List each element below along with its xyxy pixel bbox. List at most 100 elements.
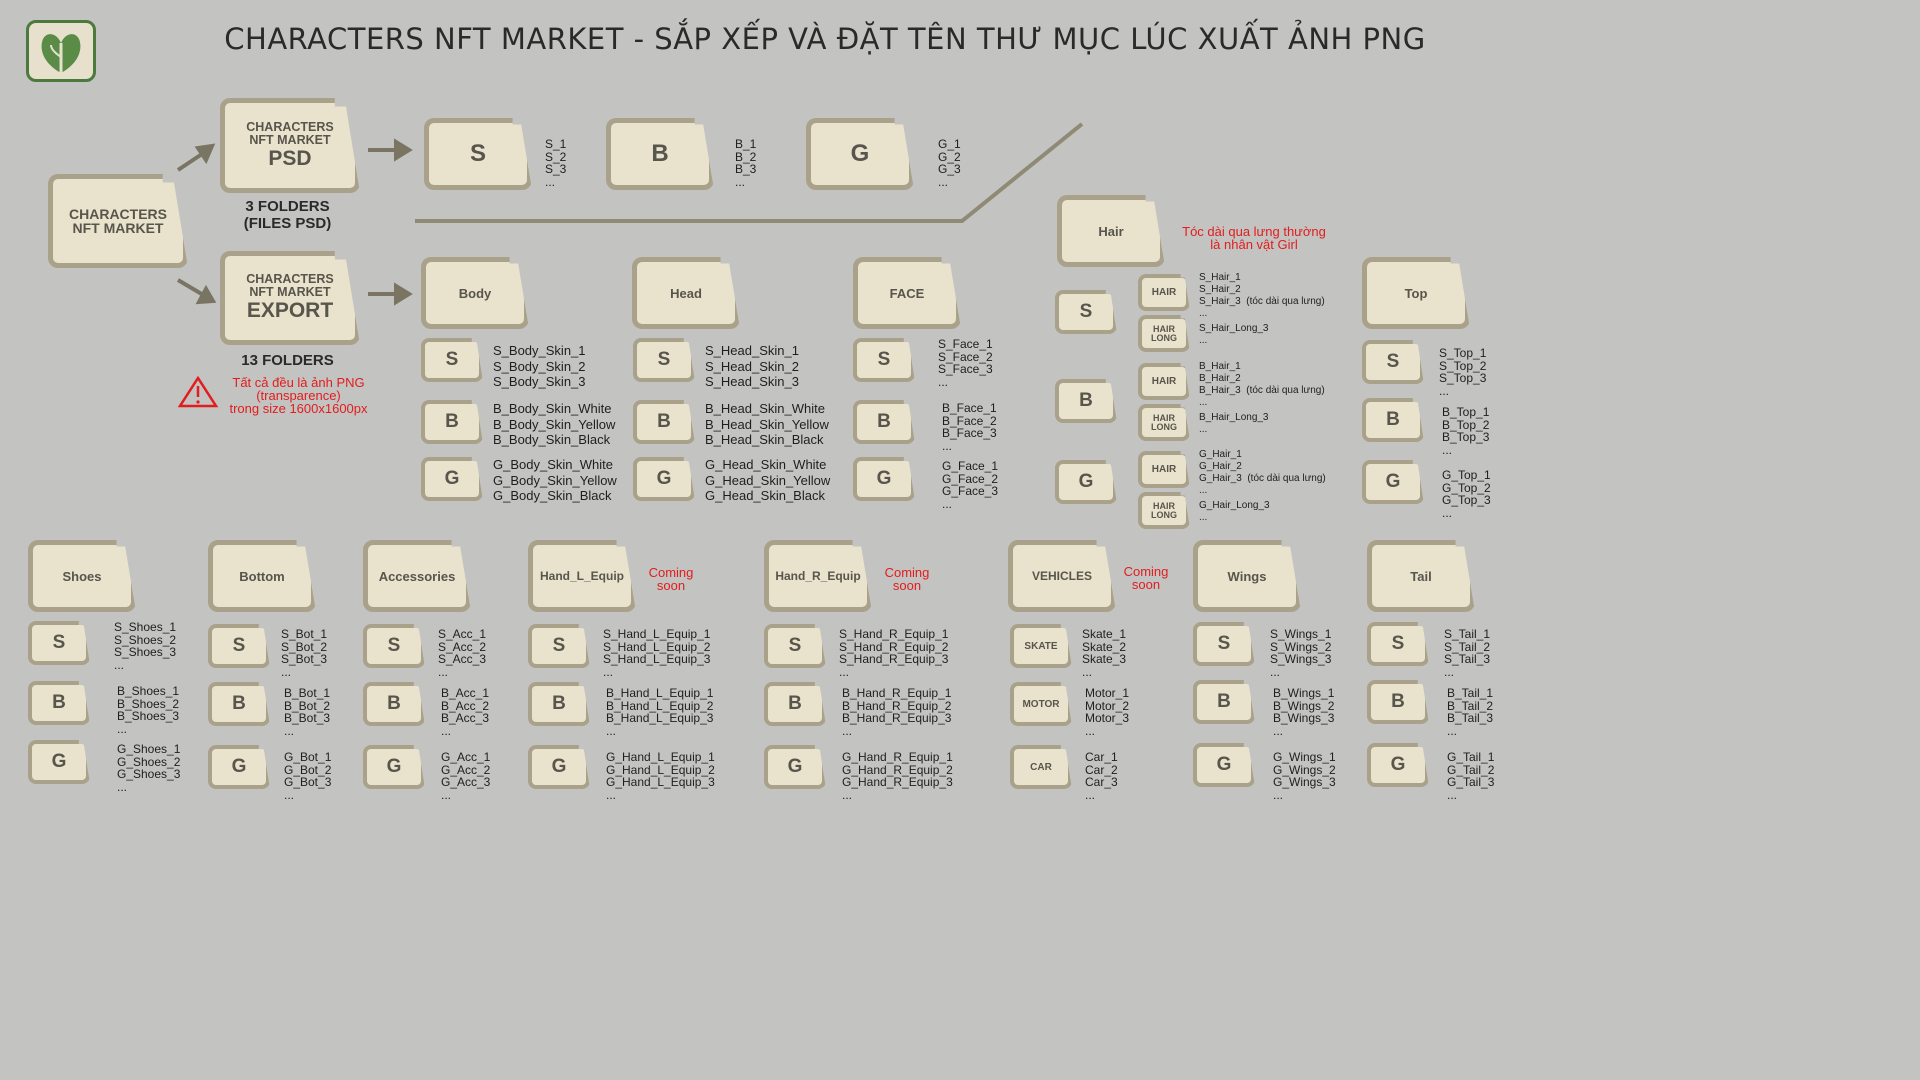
body-b-folder[interactable]: B: [421, 400, 483, 444]
tail-s-folder[interactable]: S: [1367, 622, 1429, 666]
shoes-s-files: S_Shoes_1 S_Shoes_2 S_Shoes_3 ...: [114, 620, 177, 673]
body-s-folder[interactable]: S: [421, 338, 483, 382]
s-hair-long-files: S_Hair_Long_3 ...: [1199, 323, 1269, 346]
handl-s-files: S_Hand_L_Equip_1 S_Hand_L_Equip_2 S_Hand…: [603, 627, 711, 680]
accessories-folder[interactable]: Accessories: [363, 540, 471, 612]
export-folder[interactable]: CHARACTERS NFT MARKET EXPORT: [220, 251, 360, 345]
s-hair-files: S_Hair_1 S_Hair_2 S_Hair_3 (tóc dài qua …: [1199, 272, 1325, 319]
handr-b-folder[interactable]: B: [764, 682, 826, 726]
handr-g-folder[interactable]: G: [764, 745, 826, 789]
face-g-files: G_Face_1 G_Face_2 G_Face_3 ...: [942, 459, 999, 512]
wings-b-folder[interactable]: B: [1193, 680, 1255, 724]
hair-folder[interactable]: Hair: [1057, 195, 1165, 267]
g-hair-long-folder[interactable]: HAIR LONG: [1138, 492, 1190, 529]
g-hair-folder[interactable]: HAIR: [1138, 451, 1190, 488]
skate-folder[interactable]: SKATE: [1010, 624, 1072, 668]
b-hair-long-folder[interactable]: HAIR LONG: [1138, 404, 1190, 441]
wings-b-files: B_Wings_1 B_Wings_2 B_Wings_3 ...: [1273, 686, 1335, 739]
body-g-folder[interactable]: G: [421, 457, 483, 501]
face-b-folder[interactable]: B: [853, 400, 915, 444]
hair-g-folder[interactable]: G: [1055, 460, 1117, 504]
handr-b-files: B_Hand_R_Equip_1 B_Hand_R_Equip_2 B_Hand…: [842, 686, 952, 739]
car-folder[interactable]: CAR: [1010, 745, 1072, 789]
tail-g-folder[interactable]: G: [1367, 743, 1429, 787]
body-folder[interactable]: Body: [421, 257, 529, 329]
vehicles-folder[interactable]: VEHICLES: [1008, 540, 1116, 612]
head-g-files: G_Head_Skin_White G_Head_Skin_Yellow G_H…: [705, 457, 831, 503]
body-b-files: B_Body_Skin_White B_Body_Skin_Yellow B_B…: [493, 401, 616, 447]
head-s-files: S_Head_Skin_1 S_Head_Skin_2 S_Head_Skin_…: [705, 343, 799, 389]
g-hair-files: G_Hair_1 G_Hair_2 G_Hair_3 (tóc dài qua …: [1199, 449, 1326, 496]
root-folder[interactable]: CHARACTERS NFT MARKET: [48, 174, 188, 268]
hair-note: Tóc dài qua lưng thường là nhân vật Girl: [1182, 224, 1326, 252]
face-folder[interactable]: FACE: [853, 257, 961, 329]
handl-b-folder[interactable]: B: [528, 682, 590, 726]
wings-folder[interactable]: Wings: [1193, 540, 1301, 612]
acc-b-folder[interactable]: B: [363, 682, 425, 726]
b-hair-files: B_Hair_1 B_Hair_2 B_Hair_3 (tóc dài qua …: [1199, 361, 1325, 408]
head-b-files: B_Head_Skin_White B_Head_Skin_Yellow B_H…: [705, 401, 829, 447]
bottom-b-folder[interactable]: B: [208, 682, 270, 726]
face-g-folder[interactable]: G: [853, 457, 915, 501]
bottom-s-folder[interactable]: S: [208, 624, 270, 668]
psd-folder-type: PSD: [268, 146, 312, 170]
acc-g-folder[interactable]: G: [363, 745, 425, 789]
bottom-folder[interactable]: Bottom: [208, 540, 316, 612]
tail-b-folder[interactable]: B: [1367, 680, 1429, 724]
wings-g-folder[interactable]: G: [1193, 743, 1255, 787]
handl-g-folder[interactable]: G: [528, 745, 590, 789]
export-folder-type: EXPORT: [246, 299, 334, 322]
hair-b-folder[interactable]: B: [1055, 379, 1117, 423]
top-s-folder[interactable]: S: [1362, 340, 1424, 384]
export-warning: Tất cả đều là ảnh PNG (transparence) tro…: [229, 375, 368, 416]
connector-lines: [176, 122, 1084, 408]
s-hair-folder[interactable]: HAIR: [1138, 274, 1190, 311]
b-hair-folder[interactable]: HAIR: [1138, 363, 1190, 400]
hair-s-folder[interactable]: S: [1055, 290, 1117, 334]
top-s-files: S_Top_1 S_Top_2 S_Top_3 ...: [1439, 346, 1487, 399]
hand-l-equip-folder[interactable]: Hand_L_Equip: [528, 540, 636, 612]
top-b-folder[interactable]: B: [1362, 398, 1424, 442]
head-s-folder[interactable]: S: [633, 338, 695, 382]
top-g-files: G_Top_1 G_Top_2 G_Top_3 ...: [1442, 468, 1491, 521]
psd-g-folder[interactable]: G: [806, 118, 914, 190]
tail-s-files: S_Tail_1 S_Tail_2 S_Tail_3 ...: [1444, 627, 1491, 680]
tail-b-files: B_Tail_1 B_Tail_2 B_Tail_3 ...: [1447, 686, 1494, 739]
head-folder[interactable]: Head: [632, 257, 740, 329]
psd-folder[interactable]: CHARACTERS NFT MARKET PSD: [220, 98, 360, 193]
vehicles-coming-soon: Coming soon: [1123, 564, 1169, 592]
wings-s-folder[interactable]: S: [1193, 622, 1255, 666]
handl-s-folder[interactable]: S: [528, 624, 590, 668]
face-s-files: S_Face_1 S_Face_2 S_Face_3 ...: [938, 337, 993, 390]
export-folder-name: CHARACTERS NFT MARKET: [246, 272, 334, 299]
head-g-folder[interactable]: G: [633, 457, 695, 501]
wings-s-files: S_Wings_1 S_Wings_2 S_Wings_3 ...: [1270, 627, 1332, 680]
face-s-folder[interactable]: S: [853, 338, 915, 382]
shoes-folder[interactable]: Shoes: [28, 540, 136, 612]
handr-s-files: S_Hand_R_Equip_1 S_Hand_R_Equip_2 S_Hand…: [839, 627, 949, 680]
bottom-g-folder[interactable]: G: [208, 745, 270, 789]
psd-s-folder[interactable]: S: [424, 118, 532, 190]
handr-g-files: G_Hand_R_Equip_1 G_Hand_R_Equip_2 G_Hand…: [842, 750, 953, 803]
g-hair-long-files: G_Hair_Long_3 ...: [1199, 500, 1270, 523]
bottom-s-files: S_Bot_1 S_Bot_2 S_Bot_3 ...: [281, 627, 328, 680]
acc-s-files: S_Acc_1 S_Acc_2 S_Acc_3 ...: [438, 627, 487, 680]
export-caption: 13 FOLDERS: [241, 352, 334, 369]
handr-s-folder[interactable]: S: [764, 624, 826, 668]
shoes-g-folder[interactable]: G: [28, 740, 90, 784]
s-hair-long-folder[interactable]: HAIR LONG: [1138, 315, 1190, 352]
top-folder[interactable]: Top: [1362, 257, 1470, 329]
motor-folder[interactable]: MOTOR: [1010, 682, 1072, 726]
top-g-folder[interactable]: G: [1362, 460, 1424, 504]
logo-icon: [26, 20, 96, 82]
skate-files: Skate_1 Skate_2 Skate_3 ...: [1082, 627, 1127, 680]
acc-s-folder[interactable]: S: [363, 624, 425, 668]
tail-folder[interactable]: Tail: [1367, 540, 1475, 612]
hand-r-equip-folder[interactable]: Hand_R_Equip: [764, 540, 872, 612]
psd-folder-name: CHARACTERS NFT MARKET: [246, 119, 334, 147]
shoes-b-folder[interactable]: B: [28, 681, 90, 725]
psd-b-folder[interactable]: B: [606, 118, 714, 190]
shoes-s-folder[interactable]: S: [28, 621, 90, 665]
head-b-folder[interactable]: B: [633, 400, 695, 444]
car-files: Car_1 Car_2 Car_3 ...: [1085, 750, 1118, 803]
